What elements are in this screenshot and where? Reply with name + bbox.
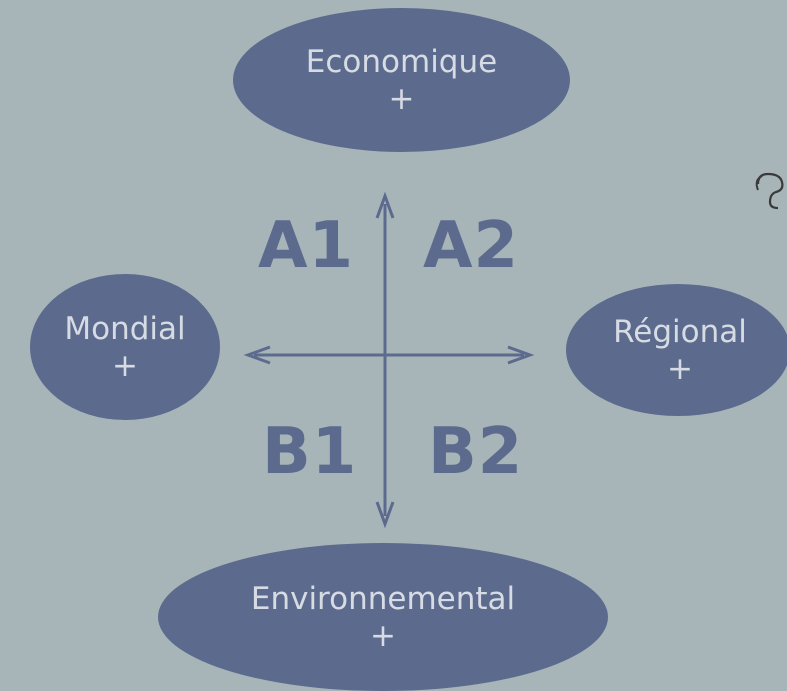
node-mondial: Mondial + bbox=[30, 274, 220, 420]
quadrant-b1-label: B1 bbox=[262, 415, 358, 489]
node-mondial-label: Mondial bbox=[64, 311, 186, 347]
node-environnemental: Environnemental + bbox=[158, 543, 608, 691]
arrow-left-head bbox=[243, 345, 271, 365]
arrow-right-head bbox=[507, 345, 535, 365]
quadrant-a2-label: A2 bbox=[423, 209, 520, 283]
arrow-down-head bbox=[375, 501, 395, 529]
node-regional-label: Régional bbox=[613, 314, 747, 350]
node-economique-label: Economique bbox=[305, 44, 498, 80]
node-economique-sign: + bbox=[388, 81, 415, 117]
quadrant-b2-label: B2 bbox=[428, 415, 524, 489]
node-economique: Economique + bbox=[233, 8, 570, 152]
node-regional: Régional + bbox=[566, 284, 787, 416]
cursor-squiggle-icon bbox=[756, 172, 784, 210]
node-regional-sign: + bbox=[667, 351, 693, 387]
node-environnemental-label: Environnemental bbox=[250, 581, 516, 617]
arrow-up-head bbox=[375, 191, 395, 219]
quadrant-a1-label: A1 bbox=[258, 209, 355, 283]
node-environnemental-sign: + bbox=[370, 618, 396, 654]
node-mondial-sign: + bbox=[112, 348, 138, 384]
